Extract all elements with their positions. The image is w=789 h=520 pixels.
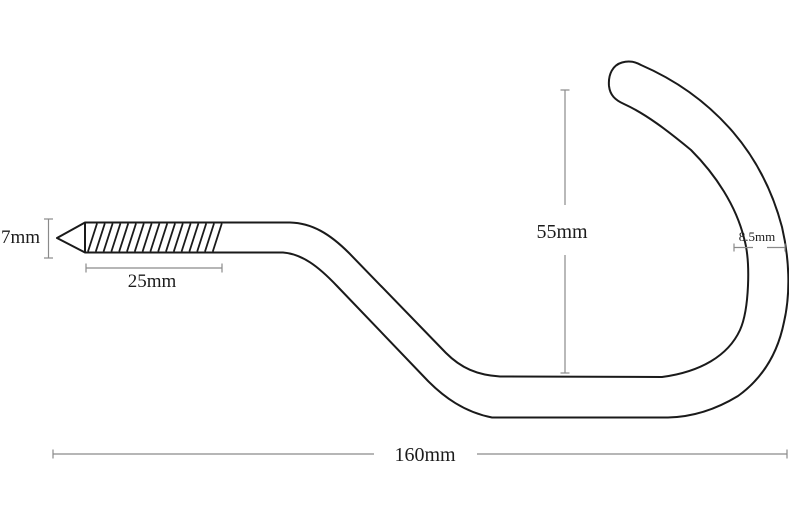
dimension-shank-diameter: 7mm (1, 218, 53, 259)
dimension-overall-length: 160mm (52, 444, 788, 466)
thread-hatching (87, 223, 223, 252)
hook-outline (56, 60, 789, 419)
shank-diameter-label: 7mm (1, 227, 40, 248)
bar-thickness-label: 8.5mm (739, 229, 775, 244)
dimension-thread-length: 25mm (85, 263, 223, 292)
thread-length-label: 25mm (128, 271, 177, 292)
dimension-hook-inner-height: 55mm (536, 89, 588, 374)
hook-inner-height-label: 55mm (536, 221, 588, 243)
overall-length-label: 160mm (394, 444, 456, 466)
dimension-bar-thickness: 8.5mm (733, 229, 786, 252)
